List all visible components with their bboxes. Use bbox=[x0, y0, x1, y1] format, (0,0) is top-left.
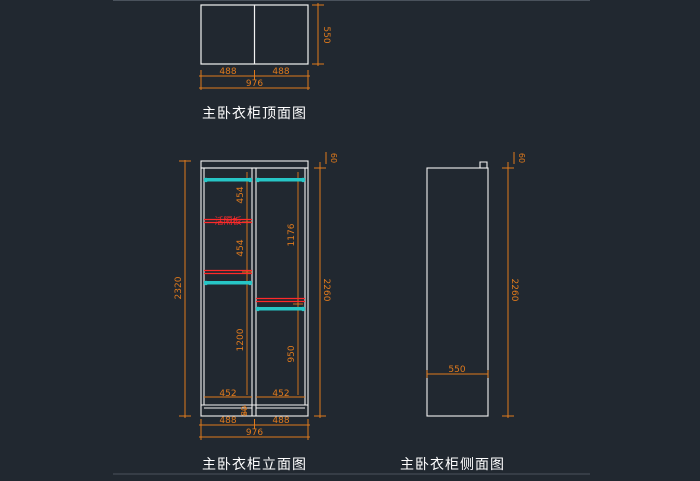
side-body-outline bbox=[426, 167, 489, 417]
right-lower-dim: 950 bbox=[287, 345, 297, 362]
total-height-dim: 2320 bbox=[174, 276, 184, 299]
front-view-title: 主卧衣柜立面图 bbox=[202, 457, 307, 473]
front-view-elevation: 活隔板 454 454 1200 1176 950 452 452 80 bbox=[174, 152, 338, 440]
side-top-mark: 60 bbox=[517, 153, 526, 163]
top-right-width-label: 488 bbox=[272, 67, 289, 77]
left-upper-dim-2: 454 bbox=[236, 239, 246, 256]
side-height-dim: 2260 bbox=[509, 279, 519, 302]
shelf-label: 活隔板 bbox=[214, 215, 241, 227]
left-middle-rod bbox=[204, 281, 252, 285]
side-view-title: 主卧衣柜侧面图 bbox=[400, 457, 505, 473]
front-body-outline bbox=[200, 167, 309, 417]
right-upper-dim: 1176 bbox=[287, 223, 297, 246]
left-inner-width-dim: 452 bbox=[219, 389, 236, 399]
top-view-title: 主卧衣柜顶面图 bbox=[202, 106, 307, 122]
top-total-width-label: 976 bbox=[246, 79, 263, 89]
base-height-dim: 80 bbox=[240, 406, 249, 416]
left-top-rod bbox=[204, 178, 252, 182]
side-top-cap bbox=[479, 161, 488, 168]
front-left-width-dim: 488 bbox=[219, 416, 236, 426]
top-depth-label: 550 bbox=[321, 26, 331, 43]
left-upper-dim-1: 454 bbox=[236, 186, 246, 203]
front-right-width-dim: 488 bbox=[272, 416, 289, 426]
side-depth-dim: 550 bbox=[448, 365, 465, 375]
front-top-mark: 60 bbox=[329, 153, 338, 163]
front-top-cap bbox=[200, 160, 309, 169]
cabinet-height-dim: 2260 bbox=[321, 279, 331, 302]
top-left-width-label: 488 bbox=[219, 67, 236, 77]
side-view-elevation: 550 2260 60 bbox=[426, 152, 526, 418]
top-view-plan: 550 488 488 976 bbox=[199, 3, 331, 90]
right-middle-rod bbox=[256, 307, 305, 311]
right-inner-width-dim: 452 bbox=[272, 389, 289, 399]
left-lower-dim: 1200 bbox=[236, 328, 246, 351]
right-top-rod bbox=[256, 178, 305, 182]
front-total-width-dim: 976 bbox=[246, 428, 263, 438]
